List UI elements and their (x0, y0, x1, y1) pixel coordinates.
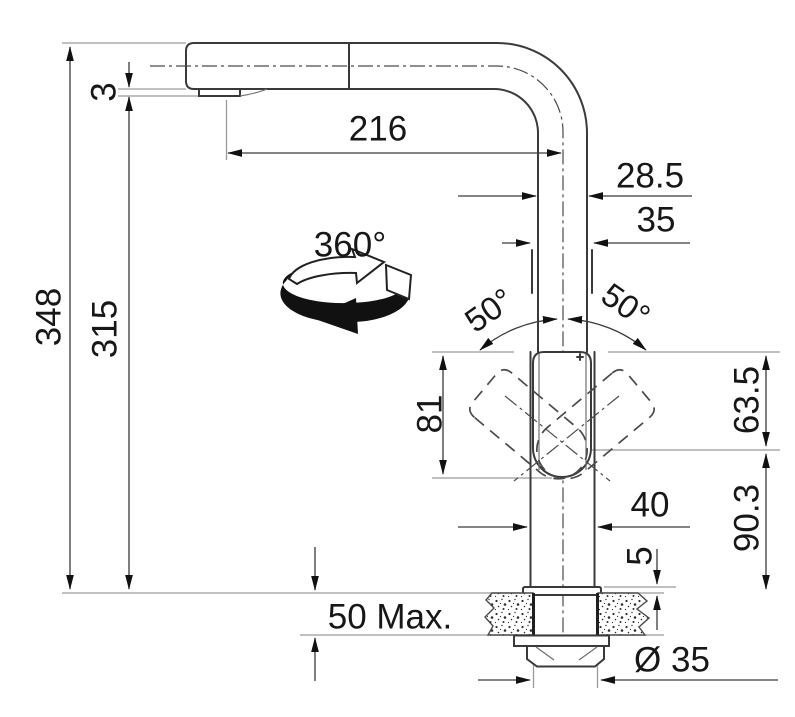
label-base-width: 40 (631, 485, 670, 524)
label-outlet-drop: 3 (84, 82, 123, 101)
countertop-left (484, 592, 534, 636)
mounting-nut (526, 645, 605, 668)
handle-diagonal-centerline-right (513, 395, 620, 482)
reference-lines (62, 42, 780, 688)
rotation-360-symbol (280, 247, 413, 334)
handle-diagonal-centerline-left (504, 395, 611, 482)
label-total-height: 348 (29, 288, 68, 346)
pipe-outer (349, 42, 588, 353)
pipe-inner (349, 88, 539, 353)
label-outlet-height: 315 (85, 300, 124, 358)
handle-tilted-right (535, 368, 655, 480)
label-pipe-width: 28.5 (616, 156, 684, 195)
aerator-outlet (198, 88, 241, 97)
label-handle-clearance: 63.5 (727, 366, 766, 434)
handle-swing-positions (469, 368, 655, 482)
rotation-arrowhead (312, 298, 358, 334)
label-base-plate: 5 (620, 546, 659, 565)
centerline (150, 65, 564, 658)
washer-flange (513, 634, 610, 647)
label-body-width: 35 (637, 200, 676, 239)
dimensions (66, 46, 778, 684)
label-spout-reach: 216 (349, 109, 407, 148)
mounting-section (484, 586, 651, 668)
dimension-labels: 348 315 3 216 28.5 35 360° 50° 50° 81 63… (29, 82, 766, 679)
label-body-height: 90.3 (727, 484, 766, 552)
countertop-right (597, 592, 651, 636)
label-swivel: 360° (314, 225, 386, 264)
label-counter-max: 50 Max. (328, 597, 453, 636)
handle-plus-mark (576, 353, 584, 361)
label-hole-diameter: Ø 35 (634, 640, 710, 679)
dim-50deg-arc-right (567, 315, 647, 351)
dim-50deg-arc-left (479, 316, 558, 351)
label-handle-length: 81 (410, 395, 449, 434)
base-plate (522, 586, 602, 596)
rotation-band (280, 272, 410, 323)
rotation-top-arrow (287, 247, 386, 286)
